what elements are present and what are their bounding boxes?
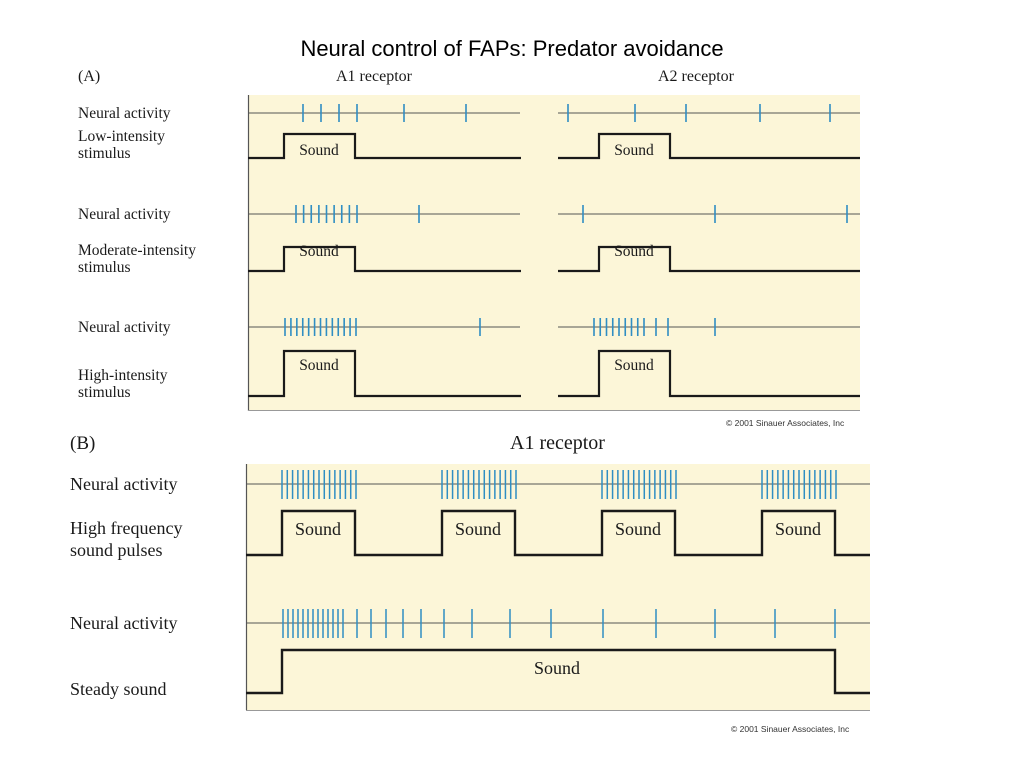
panel-a-row1-stimulus-line2: stimulus bbox=[78, 145, 131, 162]
panel-a-row3-activity-label: Neural activity bbox=[78, 319, 171, 336]
panel-a-row2-stimulus-label: Moderate-intensity stimulus bbox=[78, 242, 196, 276]
panel-b-pulse2-sound-label: Sound bbox=[455, 519, 501, 539]
panel-a-row2-stimulus-line1: Moderate-intensity bbox=[78, 242, 196, 259]
panel-b-receptor: A1 receptor bbox=[510, 432, 605, 454]
panel-a-row3-stimulus-label: High-intensity stimulus bbox=[78, 367, 168, 401]
panel-b-letter: (B) bbox=[70, 433, 96, 454]
panel-b-steady-trace bbox=[246, 648, 870, 695]
panel-a-background bbox=[248, 95, 860, 411]
panel-a-row3-stimulus-line2: stimulus bbox=[78, 384, 131, 401]
panel-b-pulse1-sound-label: Sound bbox=[295, 519, 341, 539]
panel-a-a2-row1-stimulus-trace bbox=[558, 132, 860, 160]
panel-b-pulses-trace bbox=[246, 509, 870, 557]
panel-a-row2-activity-label: Neural activity bbox=[78, 206, 171, 223]
panel-a-row1-stimulus-line1: Low-intensity bbox=[78, 128, 165, 145]
panel-a-a1-row2-sound-label: Sound bbox=[299, 243, 339, 260]
panel-b-row2-stimulus-label: Steady sound bbox=[70, 679, 167, 699]
panel-b-row2-activity-label: Neural activity bbox=[70, 613, 178, 633]
panel-b-pulse3-sound-label: Sound bbox=[615, 519, 661, 539]
panel-a-a1-row3-stimulus-trace bbox=[248, 349, 521, 398]
panel-b-row1-stimulus-label: High frequency sound pulses bbox=[70, 517, 182, 561]
panel-b-copyright: © 2001 Sinauer Associates, Inc bbox=[731, 724, 850, 734]
panel-b-row1-stimulus-line2: sound pulses bbox=[70, 540, 163, 560]
panel-a-receptor-a1: A1 receptor bbox=[336, 68, 412, 85]
panel-a-copyright: © 2001 Sinauer Associates, Inc bbox=[726, 418, 845, 428]
panel-a-a2-row2-stimulus-trace bbox=[558, 245, 860, 273]
panel-a-a1-row1-stimulus-trace bbox=[248, 132, 521, 160]
panel-a-letter: (A) bbox=[78, 68, 101, 85]
panel-b-row1-stimulus-line1: High frequency bbox=[70, 518, 183, 538]
panel-a-row2-stimulus-line2: stimulus bbox=[78, 259, 131, 276]
panel-a-a2-row2-sound-label: Sound bbox=[614, 243, 654, 260]
slide-title: Neural control of FAPs: Predator avoidan… bbox=[300, 36, 724, 61]
panel-a-row1-stimulus-label: Low-intensity stimulus bbox=[78, 128, 165, 162]
panel-a-receptor-a2: A2 receptor bbox=[658, 68, 734, 85]
panel-a-row1-activity-label: Neural activity bbox=[78, 105, 171, 122]
panel-b-pulse4-sound-label: Sound bbox=[775, 519, 821, 539]
panel-a-a1-row1-sound-label: Sound bbox=[299, 142, 339, 159]
panel-a-a2-row1-sound-label: Sound bbox=[614, 142, 654, 159]
panel-a-a1-row2-stimulus-trace bbox=[248, 245, 521, 273]
panel-a-a1-row3-sound-label: Sound bbox=[299, 357, 339, 374]
panel-a-a2-row3-sound-label: Sound bbox=[614, 357, 654, 374]
panel-b-steady-sound-label: Sound bbox=[534, 658, 580, 678]
panel-a-a2-row3-stimulus-trace bbox=[558, 349, 860, 398]
panel-b-row1-activity-label: Neural activity bbox=[70, 474, 178, 494]
panel-a-row3-stimulus-line1: High-intensity bbox=[78, 367, 168, 384]
panel-b-background bbox=[246, 464, 870, 710]
